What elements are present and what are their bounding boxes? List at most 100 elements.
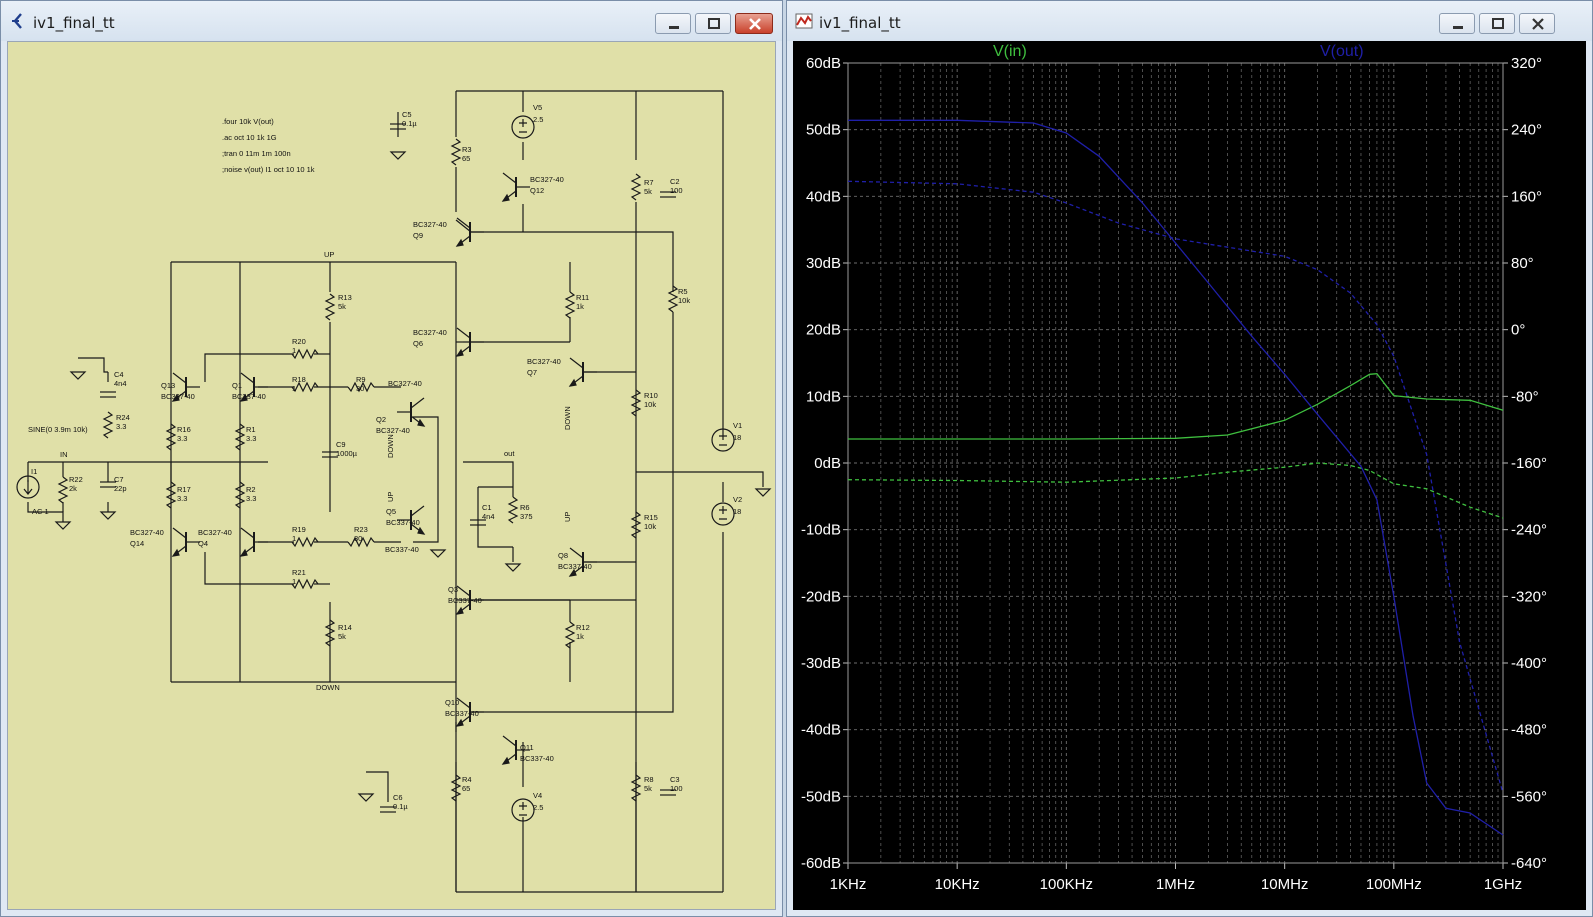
part-label-Q12: BC327-40 xyxy=(530,175,564,184)
part-ref-R9: R9 xyxy=(356,375,366,384)
part-ref-C4: C4 xyxy=(114,370,124,379)
net-label-in: IN xyxy=(60,450,68,459)
resistor-R15 xyxy=(630,511,642,539)
y-left-tick-label: 30dB xyxy=(806,255,841,272)
part-ref-R8: R8 xyxy=(644,775,654,784)
ground-symbol xyxy=(54,521,72,530)
part-label2-Q3: BC337-40 xyxy=(448,596,482,605)
part-value-R14: 5k xyxy=(338,632,346,641)
wire xyxy=(78,357,108,373)
part-ref-R18: R18 xyxy=(292,375,306,384)
part-ref-R13: R13 xyxy=(338,293,352,302)
part-value-C2: 100 xyxy=(670,186,683,195)
net-label-up: UP xyxy=(324,250,334,259)
resistor-R9 xyxy=(347,381,375,393)
part-label2-Q1: BC337-40 xyxy=(232,392,266,401)
emitter-arrow xyxy=(455,718,464,727)
y-left-tick-label: -20dB xyxy=(801,588,841,605)
resistor-R24 xyxy=(102,411,114,439)
waveform-app-icon xyxy=(795,13,813,29)
maximize-icon xyxy=(1492,18,1504,29)
wire xyxy=(471,312,674,713)
plot-titlebar[interactable]: iv1_final_tt xyxy=(787,1,1592,41)
wire xyxy=(455,219,472,233)
maximize-button[interactable] xyxy=(695,13,731,34)
transistor-collector xyxy=(172,527,187,539)
transistor-collector xyxy=(569,357,584,369)
minimize-icon xyxy=(669,26,679,29)
voltage-source-V5 xyxy=(511,115,535,139)
emitter-arrow xyxy=(568,568,577,577)
part-ref-V2: V2 xyxy=(733,495,742,504)
resistor-R2 xyxy=(234,481,246,509)
close-icon xyxy=(1532,18,1544,30)
part-ref-V1: V1 xyxy=(733,421,742,430)
y-right-tick-label: -320° xyxy=(1511,588,1547,605)
part-ref-C6: C6 xyxy=(393,793,403,802)
resistor-R14 xyxy=(324,619,336,647)
resistor-R5 xyxy=(667,285,679,313)
part-ref-V4: V4 xyxy=(533,791,542,800)
part-value-V1: 18 xyxy=(733,433,741,442)
part-value-V5: 2.5 xyxy=(533,115,543,124)
wire xyxy=(471,231,674,292)
part-value-C1: 4n4 xyxy=(482,512,495,521)
y-left-tick-label: 0dB xyxy=(814,455,841,472)
current-arrow xyxy=(23,480,33,495)
close-button[interactable] xyxy=(735,13,773,34)
plot-close-button[interactable] xyxy=(1519,13,1555,34)
schematic-title: iv1_final_tt xyxy=(33,14,115,32)
emitter-arrow xyxy=(455,238,464,247)
y-left-tick-label: 50dB xyxy=(806,122,841,139)
part-ref-R16: R16 xyxy=(177,425,191,434)
part-ref-C9: C9 xyxy=(336,440,346,449)
part-label2-Q14: Q14 xyxy=(130,539,144,548)
minimize-button[interactable] xyxy=(655,13,691,34)
series-vin-magnitude xyxy=(848,373,1504,440)
part-label2-Q5: BC337-40 xyxy=(386,518,420,527)
x-tick-label: 10MHz xyxy=(1261,876,1309,893)
part-label2-Q11: BC337-40 xyxy=(520,754,554,763)
part-ref-R17: R17 xyxy=(177,485,191,494)
part-value-R4: 65 xyxy=(462,784,470,793)
part-label2-Q8: BC337-40 xyxy=(558,562,592,571)
plot-maximize-button[interactable] xyxy=(1479,13,1515,34)
part-ref-R21: R21 xyxy=(292,568,306,577)
transistor-collector xyxy=(240,527,255,539)
part-ref-C7: C7 xyxy=(114,475,124,484)
part-ref-C1: C1 xyxy=(482,503,492,512)
transistor-collector xyxy=(569,547,584,559)
part-label-Q11: Q11 xyxy=(520,743,534,752)
part-label-Q2: Q2 xyxy=(376,415,386,424)
transistor-collector xyxy=(240,372,255,384)
part-label-Q1: Q1 xyxy=(232,381,242,390)
y-left-tick-label: 20dB xyxy=(806,322,841,339)
net-label-up: UP xyxy=(386,492,395,502)
part-value-C5: 0.1µ xyxy=(402,119,417,128)
transistor-collector xyxy=(456,697,471,709)
part-ref-R10: R10 xyxy=(644,391,658,400)
transistor-collector xyxy=(502,735,517,747)
schematic-titlebar[interactable]: iv1_final_tt xyxy=(1,1,782,41)
ground-symbol xyxy=(357,793,375,802)
resistor-R12 xyxy=(564,621,576,649)
part-value-R3: 65 xyxy=(462,154,470,163)
y-left-tick-label: -60dB xyxy=(801,855,841,872)
net-label-down: DOWN xyxy=(563,406,572,430)
part-ref-C5: C5 xyxy=(402,110,412,119)
plot-minimize-button[interactable] xyxy=(1439,13,1475,34)
y-right-tick-label: -400° xyxy=(1511,655,1547,672)
resistor-R22 xyxy=(57,476,69,504)
part-ref-R1: R1 xyxy=(246,425,256,434)
polarity-mark xyxy=(719,432,727,446)
part-label-Q7: BC327-40 xyxy=(527,357,561,366)
part-label2-Q10: BC337-40 xyxy=(445,709,479,718)
ground-symbol xyxy=(504,563,522,572)
resistor-R21 xyxy=(291,578,319,590)
net-label-down: DOWN xyxy=(386,434,395,458)
y-right-tick-label: 80° xyxy=(1511,255,1534,272)
